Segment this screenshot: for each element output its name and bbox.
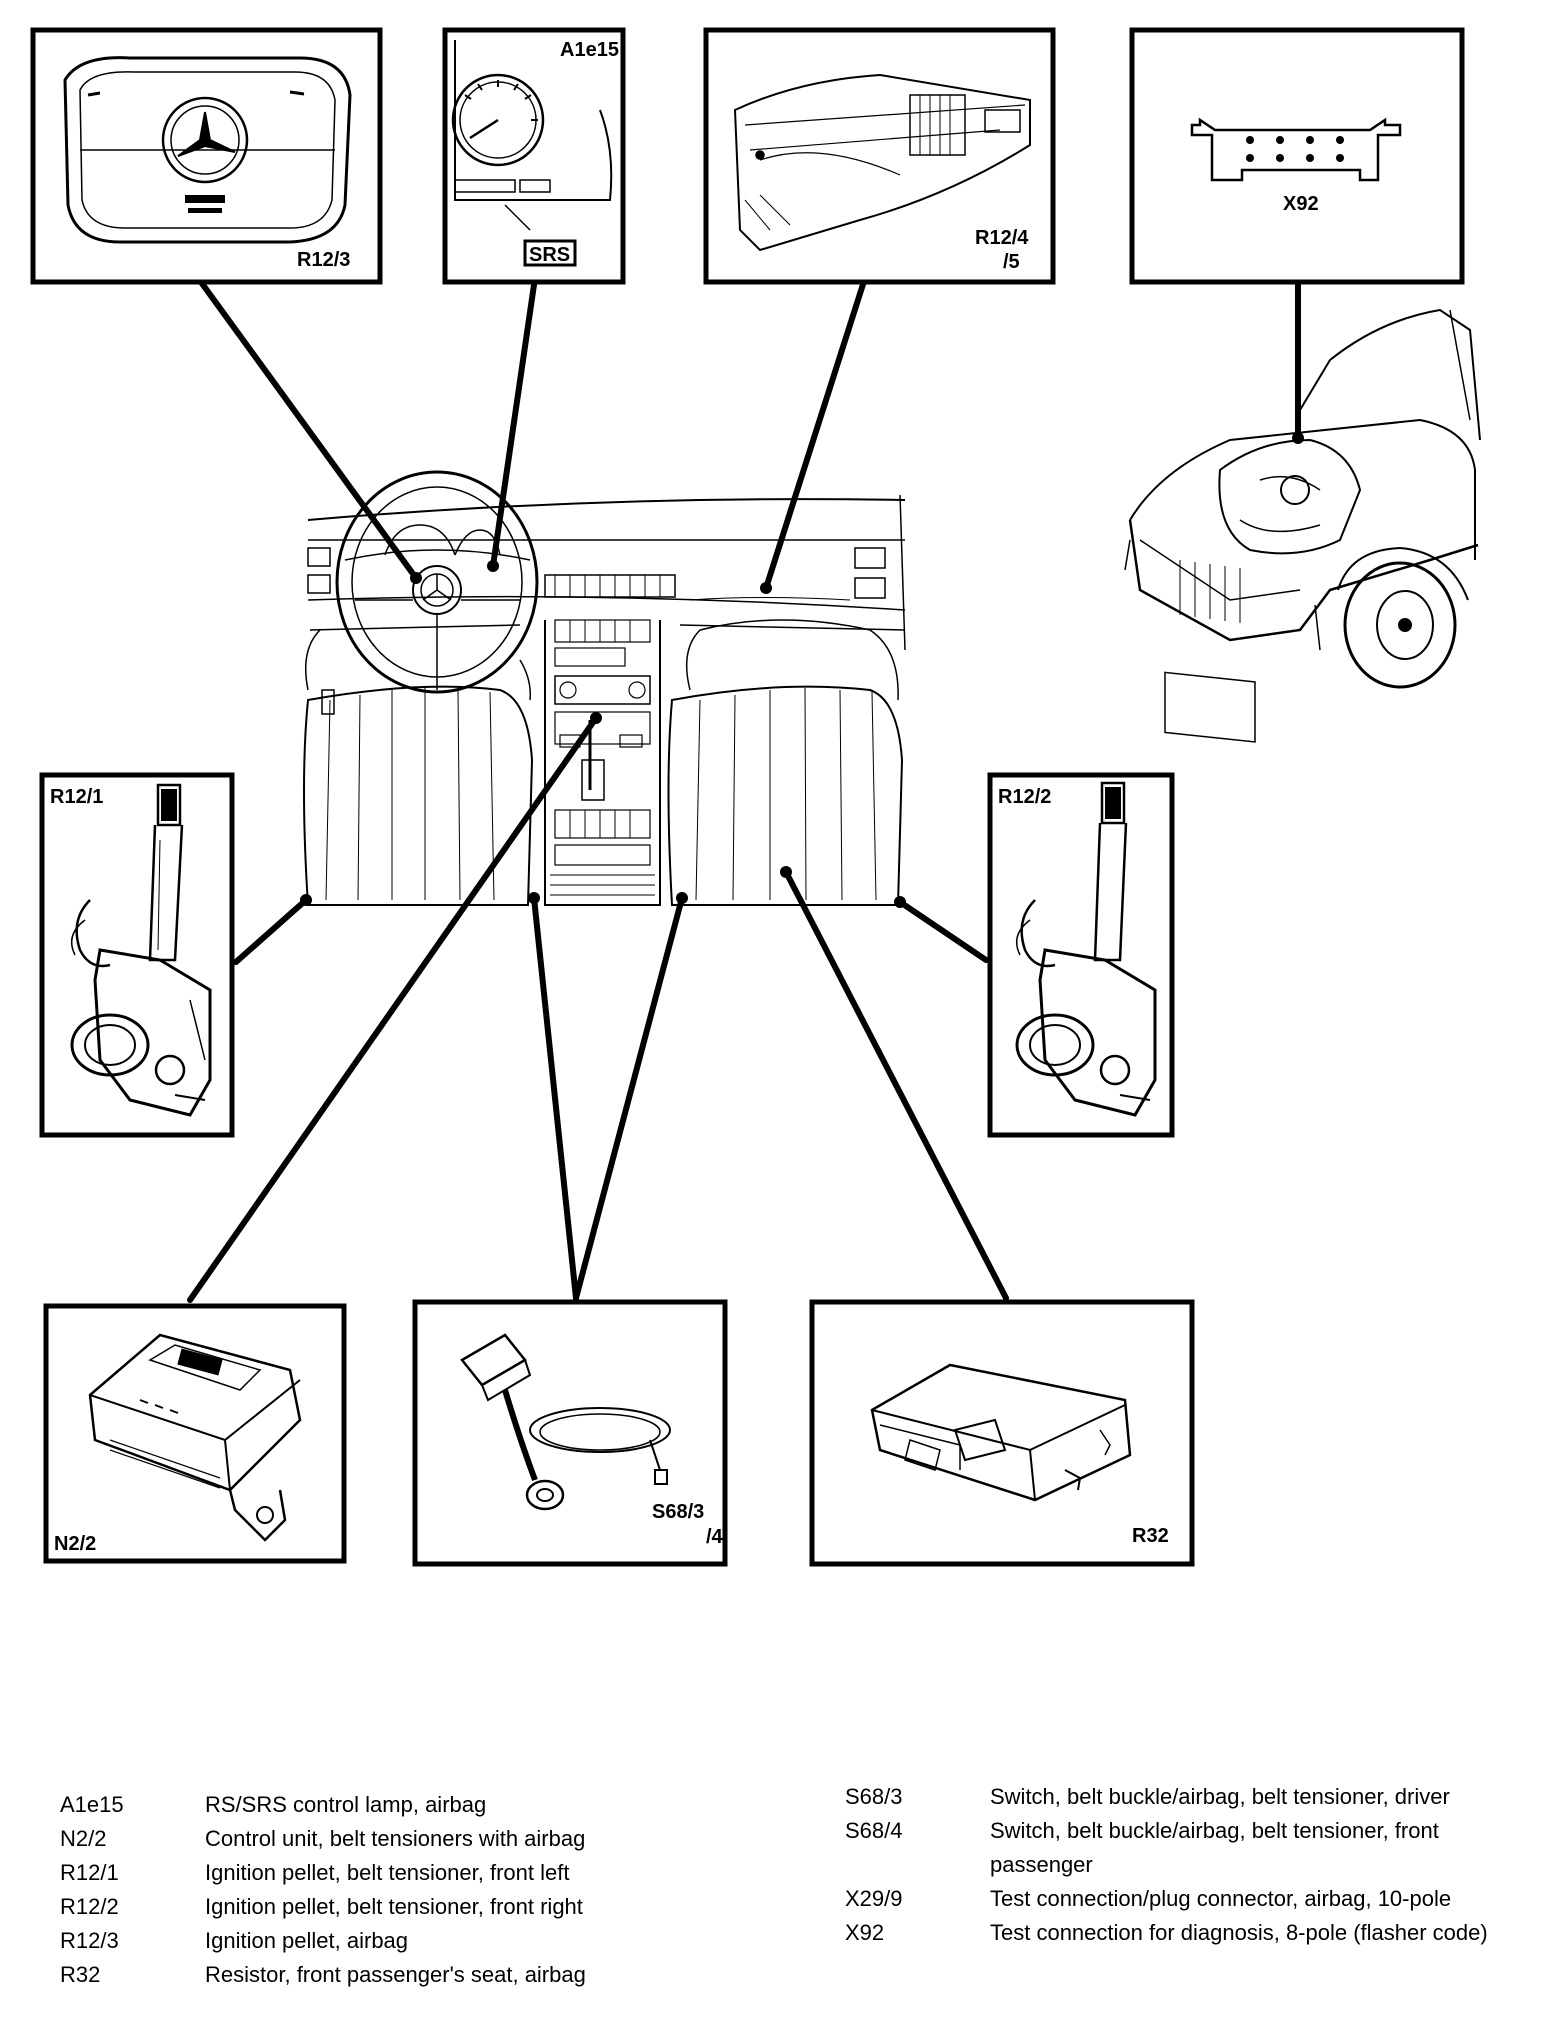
- legend-row: A1e15 RS/SRS control lamp, airbag: [60, 1788, 700, 1822]
- label-r12-5: /5: [1003, 251, 1020, 273]
- dashboard-interior-drawing: [303, 470, 906, 906]
- line-n2-2: [187, 715, 599, 1303]
- legend-row: X29/9 Test connection/plug connector, ai…: [845, 1882, 1545, 1916]
- legend-code: X92: [845, 1920, 885, 1945]
- box-x92-diagnostic-connector: X92: [1129, 27, 1465, 285]
- legend-row: R12/1 Ignition pellet, belt tensioner, f…: [60, 1856, 700, 1890]
- box-r12-4-5-passenger-airbag: R12/4 /5: [703, 27, 1056, 285]
- box-s68-3-4-belt-buckle: S68/3 /4: [412, 1299, 728, 1567]
- label-s68-4: /4: [706, 1526, 724, 1548]
- legend-description: Switch, belt buckle/airbag, belt tension…: [990, 1818, 1439, 1877]
- box-a1e15-instrument-cluster: A1e15 SRS: [442, 27, 626, 285]
- legend-code: S68/4: [845, 1818, 903, 1843]
- label-x92-box: X92: [1283, 193, 1319, 215]
- label-srs-lamp: SRS: [529, 244, 570, 266]
- legend-code: R12/3: [60, 1928, 119, 1953]
- legend-description: RS/SRS control lamp, airbag: [205, 1792, 487, 1817]
- label-s68-3: S68/3: [652, 1501, 704, 1523]
- line-r12-1: [233, 897, 309, 965]
- legend-row: R12/3 Ignition pellet, airbag: [60, 1924, 700, 1958]
- line-a1e15: [490, 275, 538, 569]
- legend-left-column: A1e15 RS/SRS control lamp, airbag N2/2 C…: [60, 1788, 700, 1992]
- line-r12-3: [195, 275, 419, 581]
- legend-code: N2/2: [60, 1826, 107, 1851]
- label-r12-4: R12/4: [975, 227, 1029, 249]
- line-s68-4: [573, 895, 685, 1301]
- legend-row: X92 Test connection for diagnosis, 8-pol…: [845, 1916, 1545, 1950]
- callout-lines: [187, 275, 1301, 1303]
- legend-description: Ignition pellet, airbag: [205, 1928, 409, 1953]
- legend-code: R12/2: [60, 1894, 119, 1919]
- box-r12-1-belt-tensioner-left: R12/1: [39, 772, 235, 1138]
- legend-code: S68/3: [845, 1784, 903, 1809]
- legend-description: Ignition pellet, belt tensioner, front l…: [205, 1860, 570, 1885]
- label-a1e15: A1e15: [560, 39, 619, 61]
- legend-description: Switch, belt buckle/airbag, belt tension…: [990, 1784, 1450, 1809]
- line-s68-3: [531, 895, 579, 1301]
- legend-description: Control unit, belt tensioners with airba…: [205, 1826, 586, 1851]
- legend-code: A1e15: [60, 1792, 124, 1817]
- label-r12-3: R12/3: [297, 249, 350, 271]
- label-r12-1: R12/1: [50, 786, 103, 808]
- box-r12-2-belt-tensioner-right: R12/2: [987, 772, 1175, 1138]
- legend-code: X29/9: [845, 1886, 903, 1911]
- box-r12-3-airbag: R12/3: [30, 27, 383, 285]
- legend-row: S68/3 Switch, belt buckle/airbag, belt t…: [845, 1780, 1545, 1814]
- legend-right-column: S68/3 Switch, belt buckle/airbag, belt t…: [845, 1780, 1545, 1950]
- label-r12-2: R12/2: [998, 786, 1051, 808]
- legend-row: S68/4 Switch, belt buckle/airbag, belt t…: [845, 1814, 1545, 1882]
- legend-description: Test connection for diagnosis, 8-pole (f…: [990, 1920, 1488, 1945]
- legend-row: R12/2 Ignition pellet, belt tensioner, f…: [60, 1890, 700, 1924]
- legend-code: R12/1: [60, 1860, 119, 1885]
- legend-code: R32: [60, 1962, 101, 1987]
- label-n2-2: N2/2: [54, 1533, 96, 1555]
- line-r12-4-5: [763, 275, 868, 591]
- legend-description: Ignition pellet, belt tensioner, front r…: [205, 1894, 583, 1919]
- line-r12-2: [897, 899, 989, 963]
- box-r32-resistor: R32: [809, 1299, 1195, 1567]
- legend-row: R32 Resistor, front passenger's seat, ai…: [60, 1958, 700, 1992]
- engine-bay-drawing: [1124, 308, 1481, 743]
- box-n2-2-control-unit: N2/2: [43, 1303, 347, 1564]
- legend-row: N2/2 Control unit, belt tensioners with …: [60, 1822, 700, 1856]
- line-r32: [783, 869, 1009, 1301]
- legend-description: Resistor, front passenger's seat, airbag: [205, 1962, 586, 1987]
- legend-description: Test connection/plug connector, airbag, …: [990, 1886, 1452, 1911]
- label-r32-box: R32: [1132, 1525, 1169, 1547]
